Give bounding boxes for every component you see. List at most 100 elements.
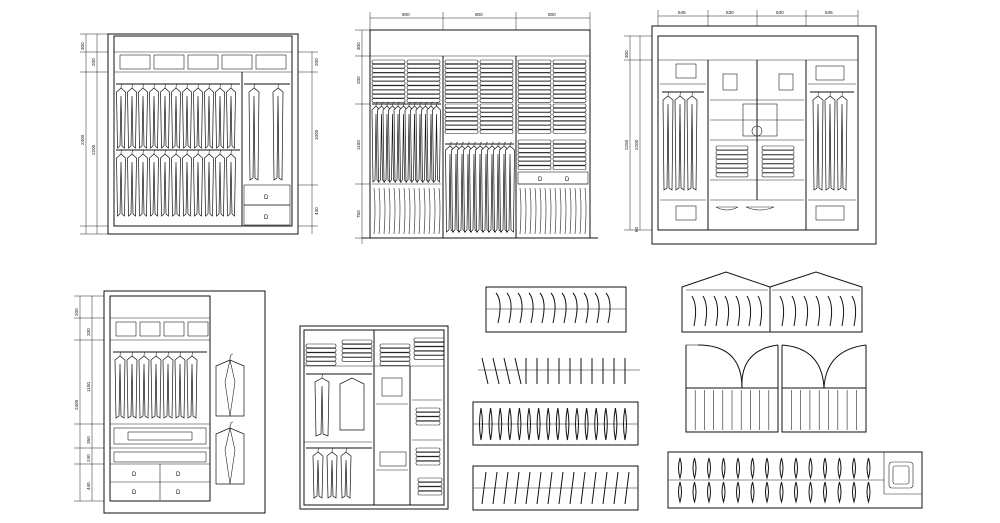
drawer-mark: D — [176, 490, 181, 496]
hanger-hook — [403, 101, 406, 107]
hanger-curve — [757, 295, 763, 327]
hanger-curve — [583, 292, 589, 324]
drawer-mark: D — [538, 177, 543, 183]
hanger-hook — [208, 83, 212, 89]
dim-text: 750 — [356, 210, 361, 218]
hanging-garment — [674, 95, 686, 191]
dim-text: 440 — [86, 482, 91, 490]
dim-text: 1100 — [356, 140, 361, 150]
hanging-garment — [138, 153, 148, 217]
folded-stack — [444, 64, 479, 69]
hanging-garment — [171, 87, 181, 149]
hanger-curve — [594, 292, 600, 324]
hanging-garment — [686, 95, 698, 191]
hanging-garment — [204, 87, 214, 149]
folded-stack — [371, 72, 406, 77]
hanger-curve — [827, 295, 833, 327]
hanger-loop — [678, 457, 682, 480]
hanger-curve — [713, 295, 719, 327]
hanging-garment — [116, 87, 126, 149]
folded-stack — [379, 343, 411, 349]
corner-plan-top — [681, 271, 771, 333]
line-work — [428, 187, 431, 235]
folded-stack — [552, 139, 587, 144]
hanger-line — [503, 471, 509, 505]
hanger-hook — [841, 91, 845, 97]
folded-stack — [444, 98, 479, 103]
hanger-hook — [449, 141, 453, 147]
hanger-hook — [179, 351, 183, 357]
hanging-garment — [138, 87, 148, 149]
line-work — [529, 187, 532, 235]
folded-stack — [444, 116, 479, 121]
hanging-garment — [193, 153, 203, 217]
hanger-hook — [509, 141, 513, 147]
hanger-plans — [472, 286, 640, 511]
dim-text: 645 — [678, 10, 686, 15]
folded-stack — [715, 172, 749, 178]
folded-stack — [379, 348, 411, 353]
folded-stack — [552, 144, 587, 149]
hanger-hook — [229, 421, 234, 429]
folded-stack — [417, 482, 443, 487]
folded-stack — [415, 416, 441, 421]
dim-text: 2200 — [634, 139, 639, 150]
storage-box — [153, 54, 185, 70]
hanger-loop — [565, 407, 570, 441]
hanger-loop — [536, 407, 541, 441]
folded-stack — [406, 81, 441, 86]
folded-stack — [444, 68, 479, 73]
folded-stack — [517, 76, 552, 82]
folded-stack — [517, 94, 552, 99]
hanger-loop — [721, 457, 726, 480]
dim-text: 2250 — [624, 139, 629, 150]
folded-stack — [444, 76, 479, 82]
folded-stack — [552, 152, 587, 157]
hanging-garment — [149, 153, 159, 217]
hanging-garment — [812, 95, 824, 191]
dim-text: 300 — [356, 42, 361, 50]
folded-stack — [379, 361, 411, 366]
hanger-hook — [497, 141, 501, 147]
hanger-plan-3 — [472, 401, 639, 446]
hanging-garment — [127, 153, 137, 217]
line-work — [403, 187, 406, 235]
folded-stack — [517, 148, 552, 153]
storage-box — [119, 54, 151, 70]
line-work — [569, 187, 572, 235]
folded-stack — [415, 407, 441, 413]
hanger-curve — [506, 292, 512, 324]
folded-stack — [715, 150, 749, 155]
hanger-curve — [779, 295, 785, 327]
hanging-garment — [824, 95, 836, 191]
folded-stack — [406, 64, 441, 69]
folded-stack — [305, 356, 337, 362]
drawer-mark: D — [132, 490, 137, 496]
corner-plans — [667, 271, 923, 509]
folded-stack — [552, 81, 587, 86]
dim-text: 645 — [825, 10, 833, 15]
folded-stack — [552, 165, 587, 170]
folded-item — [379, 451, 407, 467]
folded-stack — [406, 89, 441, 95]
hanger-hook — [491, 141, 495, 147]
folded-stack — [444, 125, 479, 130]
folded-stack — [406, 98, 441, 103]
line-work — [418, 187, 421, 235]
hanger-hook — [667, 91, 671, 97]
storage-box — [255, 54, 287, 70]
hanger-curve — [724, 295, 730, 327]
hanger-hook — [186, 149, 190, 155]
folded-stack — [479, 108, 514, 113]
hanger-line — [514, 471, 520, 505]
folded-stack — [341, 352, 373, 358]
hanger-loop — [852, 457, 856, 480]
hanger-loop — [837, 457, 842, 480]
line-work — [433, 187, 436, 235]
dim-text: 200 — [314, 58, 319, 66]
dim-text: 60 — [634, 226, 639, 232]
hanger-loop — [736, 457, 740, 480]
folded-stack — [552, 76, 587, 82]
folded-stack — [479, 64, 514, 69]
line-work — [559, 187, 562, 235]
